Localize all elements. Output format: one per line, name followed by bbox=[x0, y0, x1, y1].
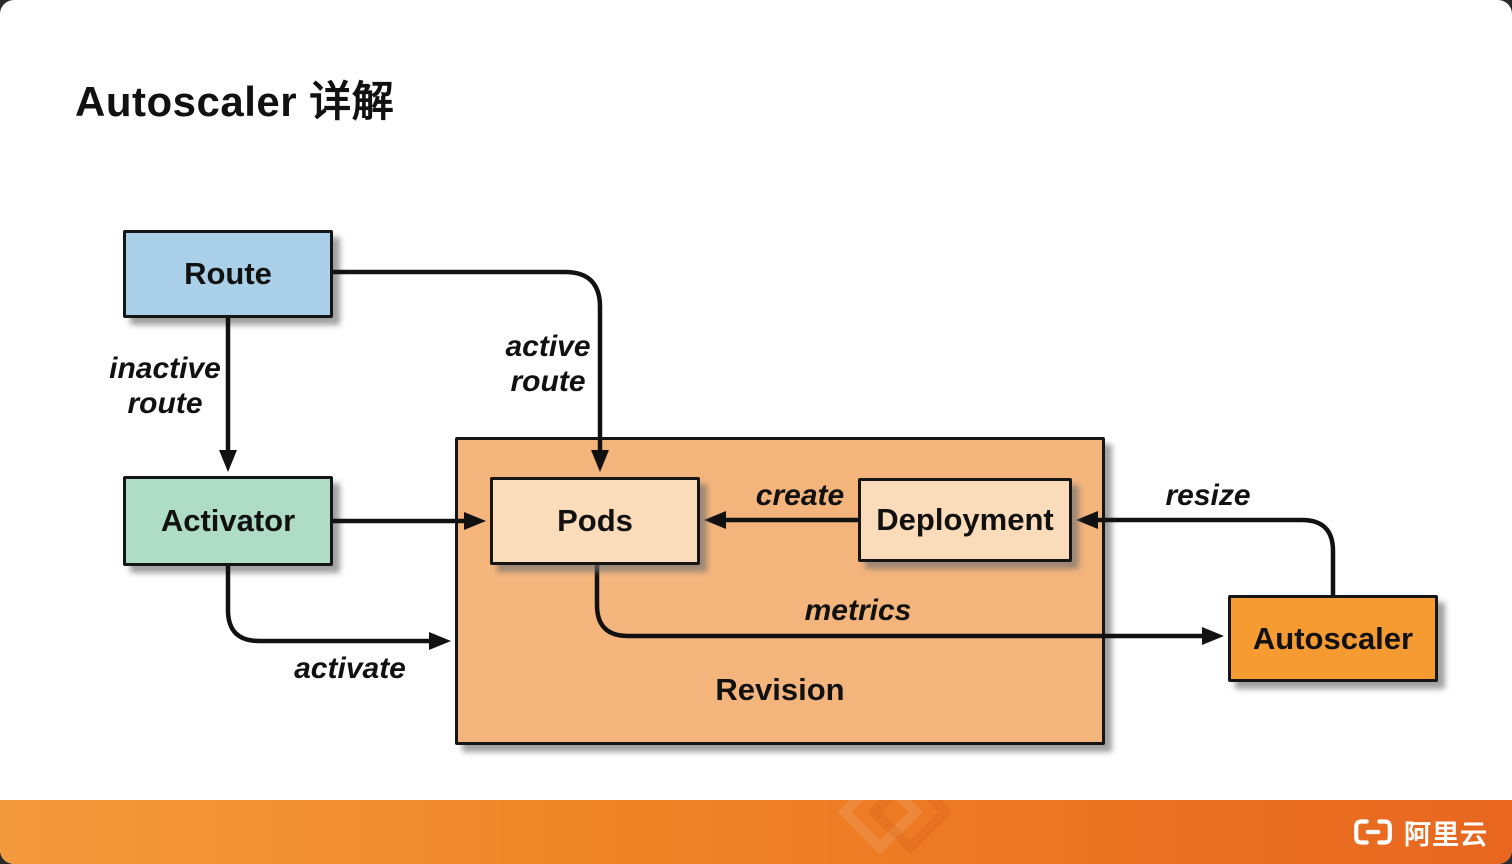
edge-activate bbox=[225, 566, 451, 650]
footer-bar: 阿里云 bbox=[0, 800, 1512, 864]
edge-resize bbox=[1076, 511, 1336, 595]
edge-label-resize: resize bbox=[1165, 479, 1251, 512]
edge-label-active-line1: active bbox=[505, 330, 591, 363]
node-route: Route bbox=[123, 230, 333, 318]
edge-label-inactive-line2: route bbox=[127, 386, 203, 420]
edge-label-active-line2: route bbox=[510, 364, 586, 398]
edge-active-route bbox=[333, 269, 609, 472]
edge-label-activate: activate bbox=[294, 652, 406, 685]
node-deployment-label: Deployment bbox=[876, 502, 1054, 537]
node-autoscaler: Autoscaler bbox=[1228, 595, 1438, 682]
footer-brand-text: 阿里云 bbox=[1404, 819, 1488, 850]
edge-label-create: create bbox=[755, 479, 845, 512]
node-activator-label: Activator bbox=[160, 503, 296, 538]
page-title: Autoscaler 详解 bbox=[75, 78, 395, 125]
edge-label-inactive-line1: inactive bbox=[109, 352, 221, 385]
node-pods: Pods bbox=[490, 477, 700, 565]
edge-metrics bbox=[594, 565, 1224, 645]
alibaba-cloud-brackets-icon bbox=[1354, 819, 1392, 845]
node-activator: Activator bbox=[123, 476, 333, 566]
edge-label-inactive-route: inactive route bbox=[95, 352, 235, 421]
node-deployment: Deployment bbox=[858, 478, 1072, 562]
node-pods-label: Pods bbox=[557, 503, 633, 538]
node-revision-label: Revision bbox=[715, 672, 845, 707]
edge-label-metrics: metrics bbox=[804, 594, 912, 627]
node-autoscaler-label: Autoscaler bbox=[1252, 620, 1414, 656]
edge-label-active-route: active route bbox=[478, 330, 618, 399]
alibaba-cloud-logo: 阿里云 bbox=[1352, 800, 1488, 864]
node-route-label: Route bbox=[184, 256, 272, 291]
